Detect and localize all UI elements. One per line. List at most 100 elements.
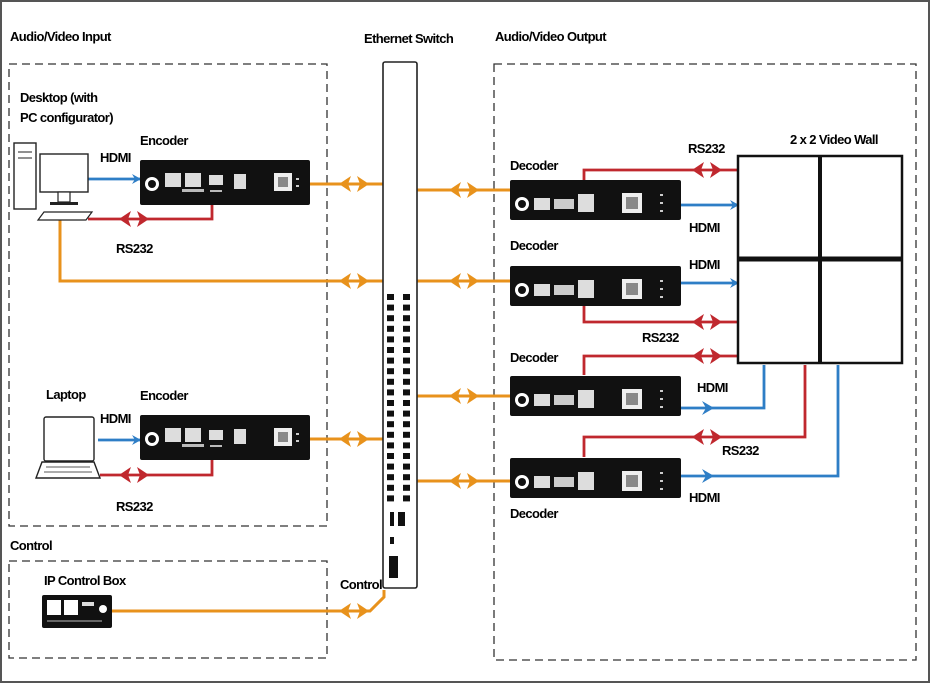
decoder-rs232-port [578, 472, 594, 490]
control-box-indicator [99, 605, 107, 613]
switch-port [403, 410, 410, 417]
switch-port [403, 336, 410, 343]
decoder4-hdmi-arrow [702, 469, 714, 483]
rs232-label: RS232 [722, 443, 759, 458]
desktop-label-line2: PC configurator) [20, 110, 113, 125]
bidir-arrow-red [119, 211, 149, 227]
switch-port [403, 315, 410, 322]
bidir-arrow-orange [449, 182, 479, 198]
rs232-bidirectional-arrows [119, 162, 722, 483]
decoder-terminal-block [534, 198, 550, 210]
switch-port [387, 495, 394, 502]
input-group-box [8, 63, 328, 527]
switch-port [387, 421, 394, 428]
decoder-terminal-block [534, 476, 550, 488]
switch-port [387, 400, 394, 406]
switch-port [387, 347, 394, 353]
encoder-device [140, 160, 310, 205]
hdmi-label: HDMI [689, 490, 720, 505]
switch-indicator [390, 512, 394, 526]
rs232-links [88, 168, 807, 477]
laptop-computer [34, 416, 102, 479]
decoder-rs232-port [578, 280, 594, 298]
switch-port [387, 410, 394, 417]
bidir-arrow-red [119, 467, 149, 483]
switch-port [387, 453, 394, 459]
control-box-port [47, 600, 61, 615]
output-group-box [493, 63, 917, 661]
decoder-device [510, 458, 681, 498]
decoder-device [510, 266, 681, 306]
rs232-label: RS232 [688, 141, 725, 156]
keyboard-icon [36, 211, 94, 221]
decoder-terminal-block [534, 394, 550, 406]
decoder-usb-port [554, 477, 574, 487]
bidir-arrow-orange [339, 273, 369, 289]
ethernet-bidirectional-arrows [339, 176, 479, 619]
encoder-chassis [140, 415, 310, 460]
encoder1-rs232-link [88, 205, 214, 221]
bidir-arrow-orange [449, 473, 479, 489]
switch-port [387, 336, 394, 343]
switch-port [387, 431, 394, 438]
desktop-label-line1: Desktop (with [20, 90, 98, 105]
hdmi-label: HDMI [689, 220, 720, 235]
decoder-label: Decoder [510, 506, 558, 521]
output-section-title: Audio/Video Output [495, 29, 607, 44]
pc-tower-icon [13, 142, 37, 210]
control-box-port [64, 600, 78, 615]
switch-section-title: Ethernet Switch [364, 31, 454, 46]
switch-chassis [382, 61, 418, 589]
switch-port [387, 315, 394, 322]
switch-port [403, 294, 410, 300]
switch-port [403, 442, 410, 449]
switch-port [403, 463, 410, 470]
switch-port [387, 378, 394, 385]
encoder-label: Encoder [140, 133, 188, 148]
decoder-usb-port [554, 199, 574, 209]
encoder-device [140, 415, 310, 460]
decoder-label: Decoder [510, 350, 558, 365]
encoder-usb-port [209, 430, 223, 440]
video-wall [736, 154, 904, 365]
laptop-screen-icon [43, 416, 95, 462]
switch-port [403, 474, 410, 481]
decoder-usb-port [554, 285, 574, 295]
encoder-label: Encoder [140, 388, 188, 403]
switch-port [403, 378, 410, 385]
bidir-arrow-red [692, 348, 722, 364]
laptop-keyboard-icon [34, 461, 102, 479]
bidir-arrow-orange [449, 388, 479, 404]
decoder1-rs232-link [582, 168, 738, 180]
rs232-label: RS232 [116, 241, 153, 256]
switch-indicator [398, 512, 405, 526]
switch-port [387, 325, 394, 332]
rs232-label: RS232 [116, 499, 153, 514]
switch-port [403, 389, 410, 396]
encoder-terminal-block [165, 173, 181, 187]
switch-port [387, 389, 394, 396]
decoder3-rs232-link [582, 354, 764, 375]
bidir-arrow-orange [449, 273, 479, 289]
control-link-label: Control [340, 577, 382, 592]
ip-control-box-label: IP Control Box [44, 573, 127, 588]
decoder-usb-port [554, 395, 574, 405]
monitor-icon [39, 153, 89, 193]
video-wall-label: 2 x 2 Video Wall [790, 132, 878, 147]
control-section-title: Control [10, 538, 52, 553]
switch-port [387, 484, 394, 491]
switch-port [387, 357, 394, 364]
decoder-label: Decoder [510, 238, 558, 253]
decoder-device [510, 180, 681, 220]
hdmi-label: HDMI [697, 380, 728, 395]
input-section-title: Audio/Video Input [10, 29, 112, 44]
switch-port [387, 463, 394, 470]
encoder-chassis [140, 160, 310, 205]
decoder-label: Decoder [510, 158, 558, 173]
bidir-arrow-orange [339, 176, 369, 192]
decoder2-rs232-link [582, 302, 738, 324]
desktop-ethernet-link [58, 220, 384, 283]
